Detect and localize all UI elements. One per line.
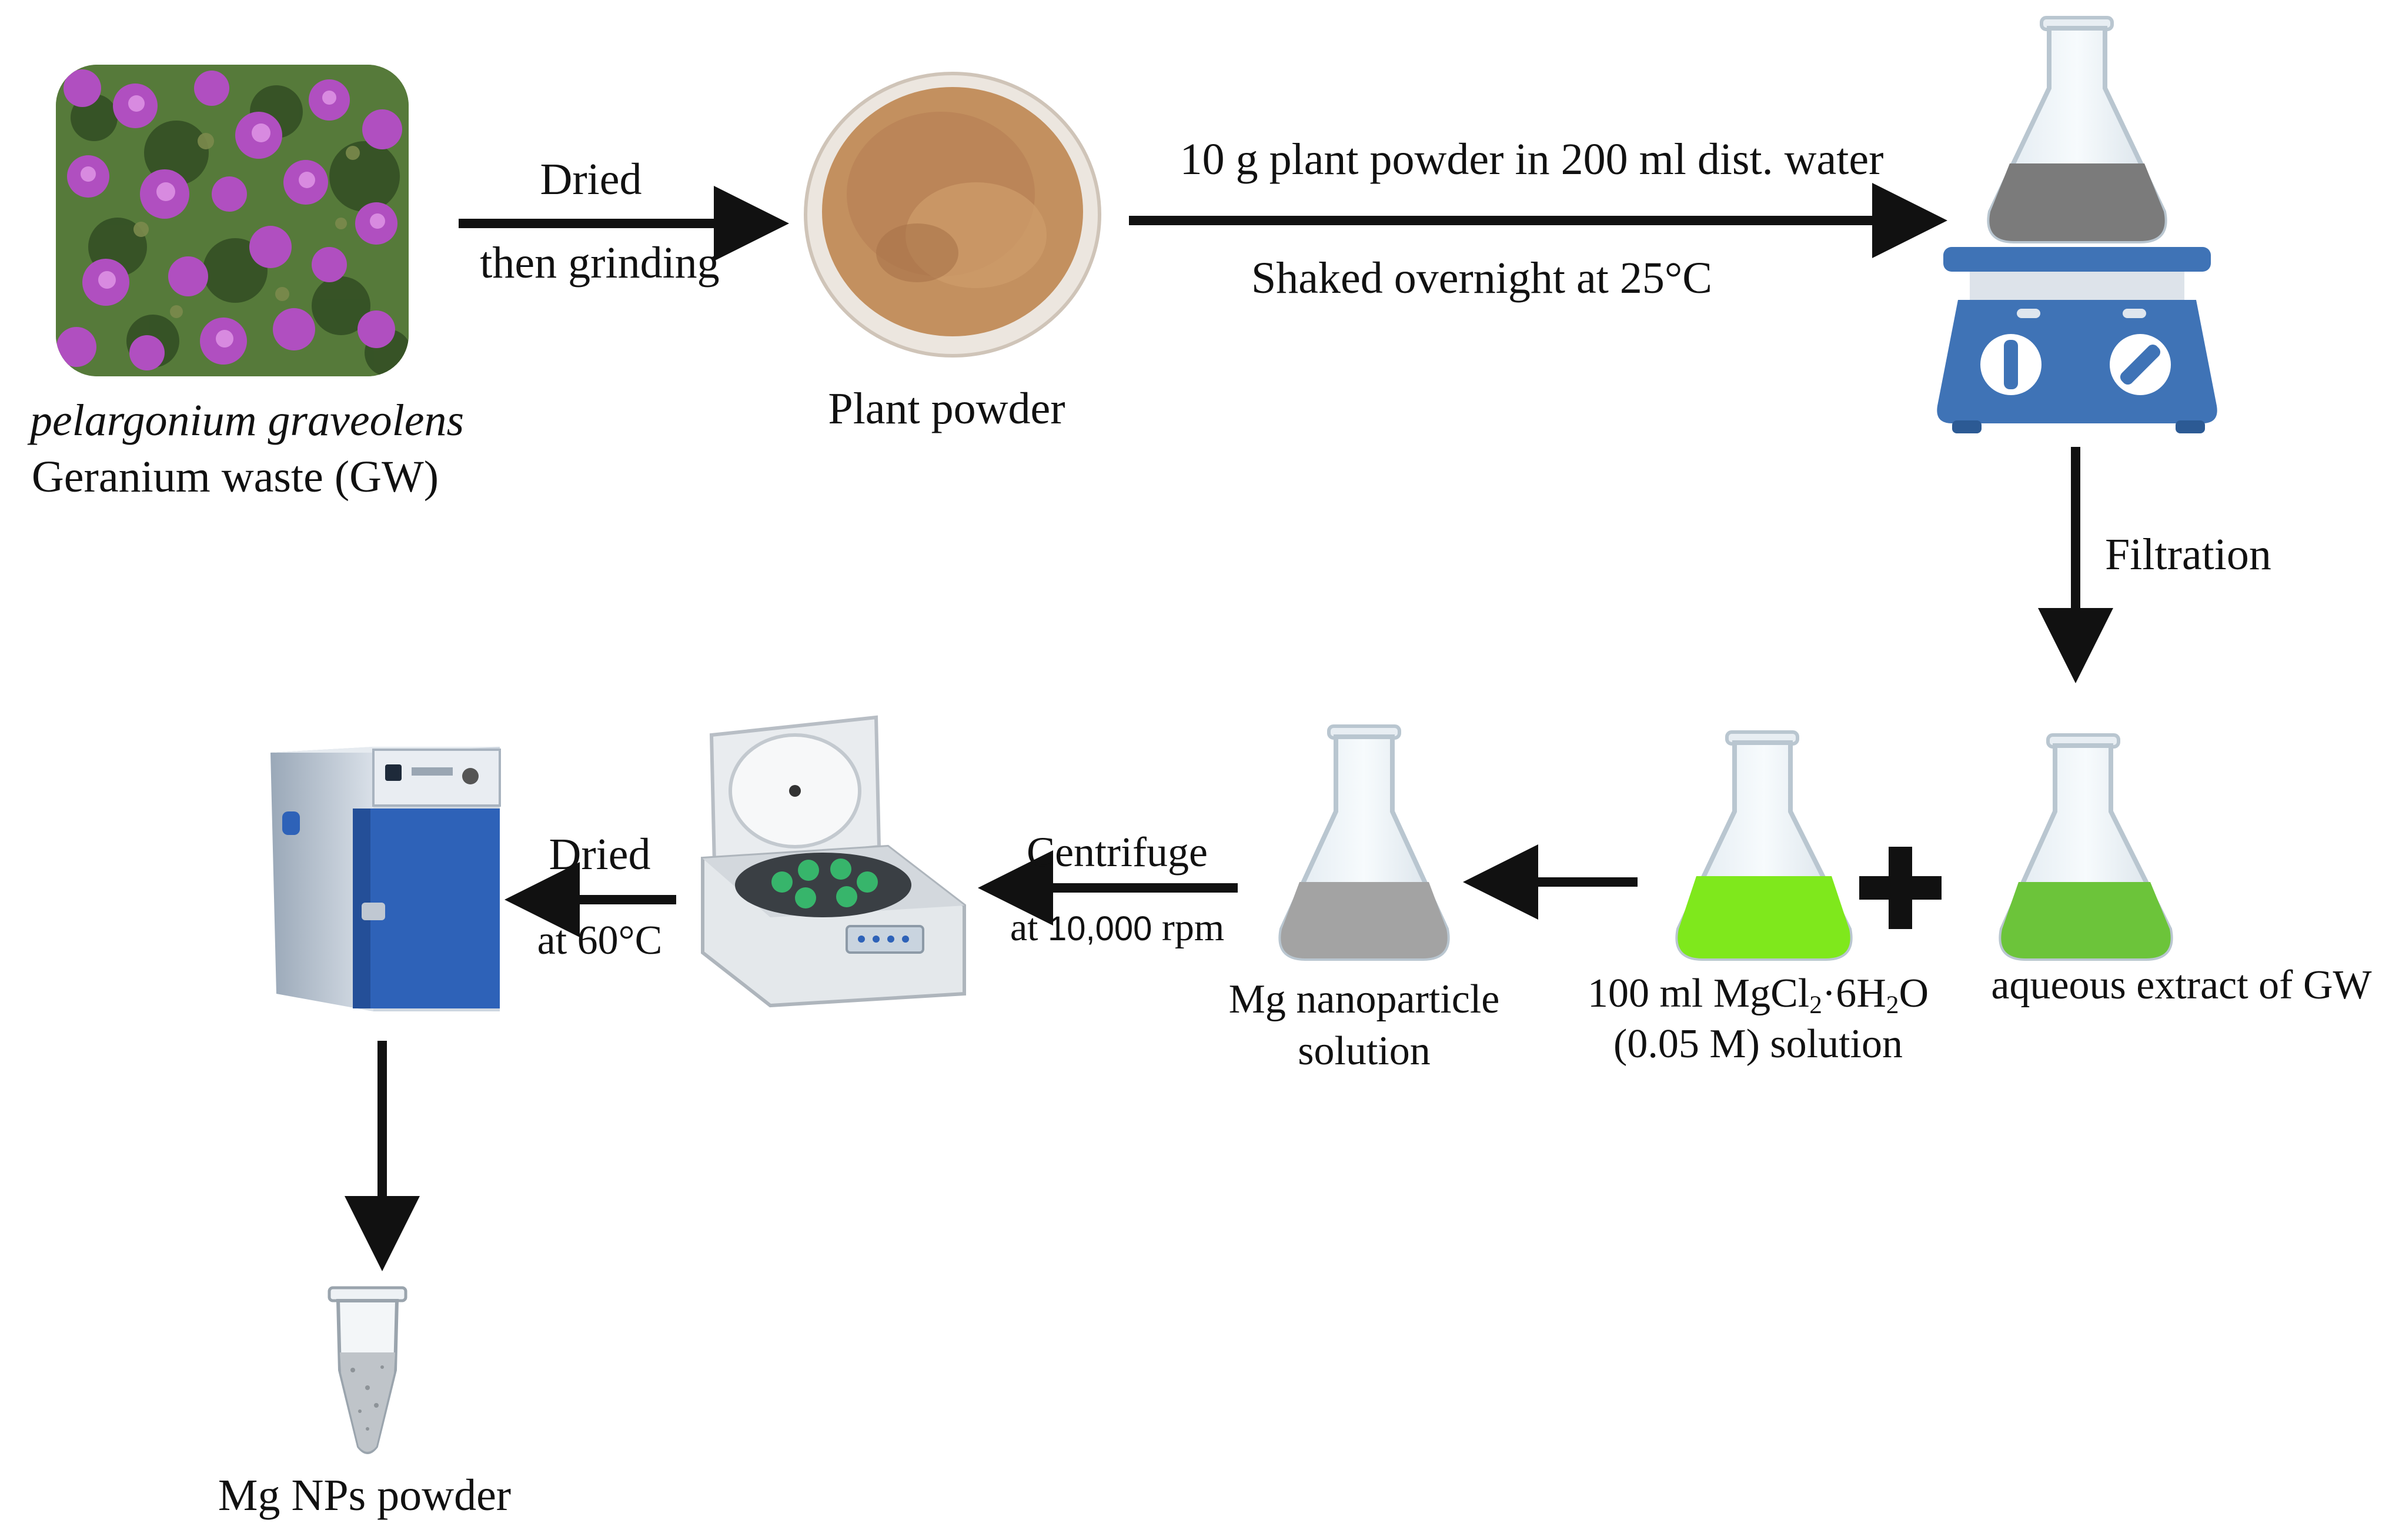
- mgcl2-label: 100 ml MgCl2·6H2O: [1587, 971, 1929, 1019]
- drying-oven-icon: [270, 747, 501, 1011]
- source-label: Geranium waste (GW): [31, 452, 439, 502]
- product-label: Mg NPs powder: [218, 1471, 512, 1520]
- centrifuge-icon: [701, 715, 966, 1008]
- petri-dish-icon: [804, 72, 1101, 358]
- np-solution-label-line2: solution: [1298, 1028, 1431, 1074]
- extraction-arrow-top-label: 10 g plant powder in 200 ml dist. water: [1180, 135, 1884, 184]
- powder-label: Plant powder: [828, 384, 1065, 433]
- extraction-arrow-bottom-label: Shaked overnight at 25°C: [1251, 253, 1712, 303]
- species-label: pelargonium graveolens: [29, 396, 465, 445]
- magnetic-stirrer-flask-icon: [1937, 16, 2217, 433]
- oven-top-label: Dried: [549, 830, 651, 879]
- np-solution-label-line1: Mg nanoparticle: [1228, 977, 1500, 1022]
- dry-arrow-top-label: Dried: [540, 155, 642, 204]
- extract-flask-icon: [1999, 733, 2173, 961]
- centrifuge-top-label: Centrifuge: [1027, 829, 1208, 876]
- mgcl2-flask-icon: [1675, 730, 1853, 961]
- extract-label: aqueous extract of GW: [1991, 963, 2372, 1008]
- plus-sign: [1859, 847, 1942, 929]
- mgcl2-concentration-label: (0.05 M) solution: [1613, 1021, 1903, 1067]
- dry-arrow-bottom-label: then grinding: [480, 238, 720, 288]
- filtration-label: Filtration: [2105, 530, 2271, 579]
- centrifuge-bottom-label: at 10,000 rpm: [1010, 906, 1225, 949]
- oven-bottom-label: at 60°C: [537, 918, 663, 963]
- eppendorf-tube-icon: [328, 1286, 407, 1454]
- np-solution-flask-icon: [1278, 724, 1450, 961]
- geranium-photo: [56, 65, 409, 376]
